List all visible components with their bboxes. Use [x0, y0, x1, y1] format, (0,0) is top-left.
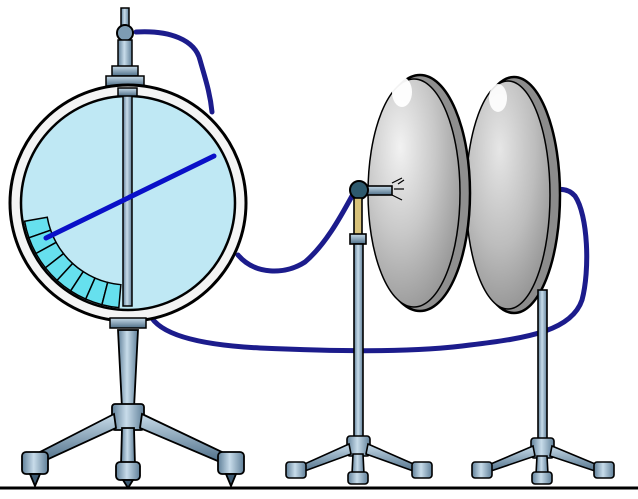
far-plate-leg-left [486, 446, 535, 472]
electrometer [10, 8, 246, 328]
near-plate-leg-left [300, 444, 351, 472]
far-plate-foot-front [532, 472, 552, 484]
electrometer-stand-column [118, 330, 138, 408]
near-plate-foot-left [286, 462, 306, 478]
near-plate-foot-front [348, 472, 368, 484]
far-plate-stand-rod [538, 290, 547, 442]
electrometer-stand [22, 330, 244, 488]
electrometer-leg-left [40, 414, 116, 462]
electrometer-neck-collar [112, 66, 138, 76]
capacitor-far-plate [466, 77, 560, 313]
near-plate-stand-collar [350, 234, 366, 244]
near-plate-insulator-rod [354, 198, 362, 236]
electrometer-foot-tip-left [30, 474, 40, 486]
near-plate-foot-right [412, 462, 432, 478]
near-plate-connector-knob-icon [350, 181, 368, 199]
far-plate-face [466, 81, 550, 309]
wire-electrometer-to-plate [238, 196, 352, 271]
electrometer-leg-front [121, 428, 135, 466]
near-plate-leg-right [366, 444, 418, 472]
far-plate-foot-right [594, 462, 614, 478]
electrometer-rod-cap [118, 88, 137, 96]
electrometer-top-terminal-icon [117, 25, 133, 41]
near-plate-leg-front [352, 454, 364, 474]
near-plate-highlight [392, 77, 412, 107]
far-plate-leg-right [550, 446, 600, 472]
electrometer-foot-tip-right [226, 474, 236, 486]
far-plate-foot-left [472, 462, 492, 478]
far-plate-stand [472, 290, 614, 484]
near-plate-stand-rod [354, 244, 363, 440]
electrometer-stand-hub [112, 404, 144, 430]
electrometer-neck [118, 40, 132, 68]
electrometer-bottom-collar [110, 318, 146, 328]
electrometer-foot-left [22, 452, 48, 474]
electrometer-foot-front [116, 462, 140, 480]
electrometer-foot-right [218, 452, 244, 474]
far-plate-highlight [489, 84, 507, 112]
electrometer-leg-right [140, 414, 222, 462]
